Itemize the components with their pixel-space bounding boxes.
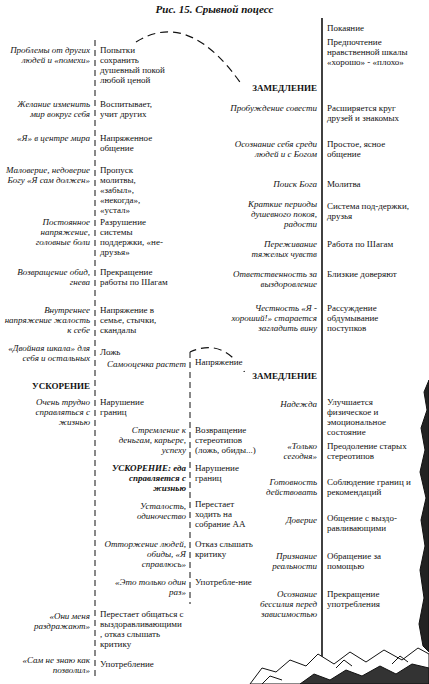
state-label: Стремление к деньгам, карьере, успеху xyxy=(104,426,186,456)
recovery-line xyxy=(321,18,323,664)
behaviour-label: Молитва xyxy=(327,180,415,190)
behaviour-label: Простое, ясное общение xyxy=(327,140,415,160)
phase-heading: УСКОРЕНИЕ xyxy=(4,382,90,392)
state-label: «Они меня раздражают» xyxy=(4,612,90,632)
phase-heading: УСКОРЕНИЕ: еда справляется с жизнью xyxy=(104,464,186,494)
behaviour-label: Система под-держки, друзья xyxy=(327,202,415,222)
behaviour-label: Употребле-ние xyxy=(195,578,257,588)
state-label: «Это только один раз» xyxy=(104,578,186,598)
behaviour-label: Общение с выздо-равливающими xyxy=(327,514,415,534)
state-label: Признание реальности xyxy=(259,552,317,572)
state-label: Отторжение людей, обиды, «Я справлюсь» xyxy=(104,540,186,570)
behaviour-label: Работа по Шагам xyxy=(327,240,415,250)
state-label: Краткие периоды душевного покоя, радости xyxy=(226,200,317,230)
behaviour-label: Прекращение работы по Шагам xyxy=(100,268,170,288)
state-label: Ответственность за выздоровление xyxy=(226,270,317,290)
rock-drawing xyxy=(250,380,429,684)
state-label: «Только сегодня» xyxy=(259,442,317,462)
behaviour-label: Улучшается физическое и эмоциональное со… xyxy=(327,398,415,438)
state-label: «Я» в центре мира xyxy=(4,134,90,144)
behaviour-label: Отказ слышать критику xyxy=(195,540,257,560)
state-label: Постоянное напряжение, головные боли xyxy=(4,218,90,248)
state-label: Переживание тяжелых чувств xyxy=(226,240,317,260)
state-label: Возвращение обид, гнева xyxy=(4,268,90,288)
state-label: Самооценка растет xyxy=(104,360,186,370)
behaviour-label: Покаяние xyxy=(327,24,415,34)
figure-title: Рис. 15. Срывной поцесс xyxy=(0,3,429,15)
behaviour-label: Преодоление старых стереотипов xyxy=(327,442,415,462)
state-label: Проблемы от других людей и «помехи» xyxy=(4,46,90,66)
state-label: Внутреннее напряжение жалость к себе xyxy=(4,306,90,336)
behaviour-label: Попытки сохранить душевный покой любой ц… xyxy=(100,46,170,86)
behaviour-label: Разрушение системы поддержки, «не-друзья… xyxy=(100,218,170,258)
state-label: Надежда xyxy=(259,400,317,410)
behaviour-label: Возвращение стереотипов (ложь, обиды...) xyxy=(195,426,257,456)
state-label: Доверие xyxy=(259,516,317,526)
behaviour-label: Предпочтение нравственной шкалы «хорошо»… xyxy=(327,38,415,68)
behaviour-label: Напряжение в семье, стычки, скандалы xyxy=(100,306,170,336)
behaviour-label: Нарушение границ xyxy=(100,398,170,418)
state-label: «Двойная шкала» для себя и остальных xyxy=(4,344,90,364)
behaviour-label: Перестает ходить на собрание АА xyxy=(195,500,257,530)
state-label: Усталость, одиночество xyxy=(104,502,186,522)
state-label: Очень трудно справляться с жизнью xyxy=(4,398,90,428)
behaviour-label: Близкие доверяют xyxy=(327,270,415,280)
behaviour-label: Пропуск молитвы, «забыл», «некогда», «ус… xyxy=(100,166,170,215)
behaviour-label: Ложь xyxy=(100,348,170,358)
behaviour-label: Нарушение границ xyxy=(195,464,257,484)
behaviour-label: Напряжение xyxy=(195,358,257,368)
phase-heading: ЗАМЕДЛЕНИЕ xyxy=(226,84,317,94)
state-label: «Сам не знаю как позволил» xyxy=(4,656,90,676)
behaviour-label: Обращение за помощью xyxy=(327,552,415,572)
behaviour-label: Соблюдение границ и рекомендаций xyxy=(327,478,415,498)
behaviour-label: Рассуждение обдумывание поступков xyxy=(327,304,415,334)
relapse-line xyxy=(95,40,96,676)
phase-heading: ЗАМЕДЛЕНИЕ xyxy=(226,372,317,382)
state-label: Осознание бессилия перед зависимостью xyxy=(259,590,317,620)
behaviour-label: Прекращение употребления xyxy=(327,590,415,610)
state-label: Пробуждение совести xyxy=(226,104,317,114)
relapse-line xyxy=(190,352,191,604)
timeline-lines xyxy=(95,18,322,676)
behaviour-label: Употребление xyxy=(100,660,184,670)
state-label: Маловерие, недоверие Богу «Я сам должен» xyxy=(4,166,90,186)
behaviour-label: Расширяется круг друзей и знакомых xyxy=(327,104,415,124)
state-label: Поиск Бога xyxy=(226,180,317,190)
state-label: Готовность действовать xyxy=(259,478,317,498)
state-label: Осознание себя среди людей и с Богом xyxy=(226,140,317,160)
behaviour-label: Перестает общаться с выздоравливающими, … xyxy=(100,610,184,650)
behaviour-label: Напряженное общение xyxy=(100,134,170,154)
behaviour-label: Воспитывает, учит других xyxy=(100,100,170,120)
state-label: Желание изменить мир вокруг себя xyxy=(4,100,90,120)
state-label: Честность «Я - хороший!» старается загла… xyxy=(226,304,317,334)
